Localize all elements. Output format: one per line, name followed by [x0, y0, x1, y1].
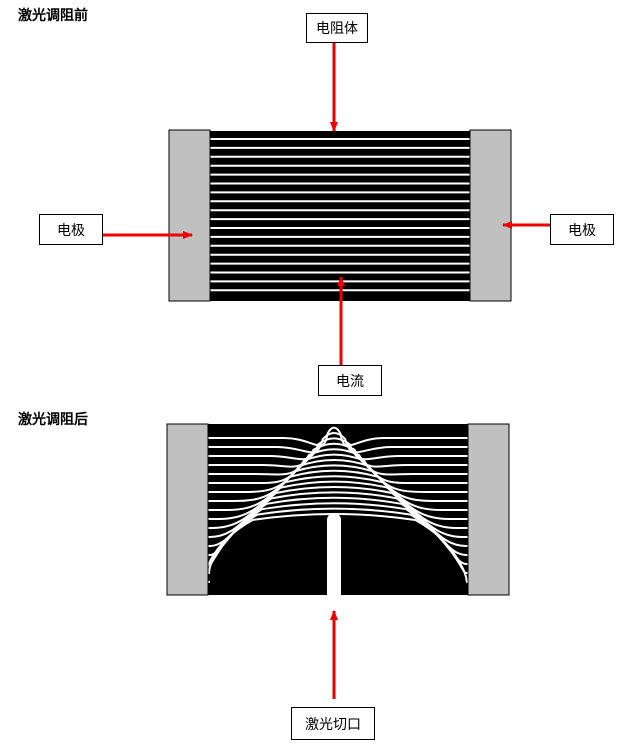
current-line-curved — [208, 507, 468, 574]
current-line-curved — [208, 486, 468, 538]
electrode-left-after — [166, 423, 209, 596]
current-line-curved — [208, 453, 468, 485]
current-line-curved — [208, 432, 468, 454]
electrode-right-after — [467, 423, 510, 596]
current-line-curved — [204, 513, 468, 583]
current-line-curved — [208, 437, 468, 461]
current-line-curved — [208, 480, 468, 529]
electrode-left-label: 电极 — [39, 214, 103, 245]
current-lines-straight — [210, 138, 470, 292]
current-line-curved — [208, 442, 468, 468]
current-line-curved — [208, 475, 468, 520]
current-line-curved — [208, 426, 468, 447]
electrode-left-before — [168, 129, 211, 302]
before-trimming-heading: 激光调阻前 — [18, 8, 88, 24]
laser-cut-label: 激光切口 — [291, 707, 375, 740]
current-line-curved — [208, 464, 468, 502]
electrode-right-before — [469, 129, 512, 302]
electrode-right-label: 电极 — [550, 214, 614, 245]
resistor-after — [166, 423, 510, 596]
resistor-body-label: 电阻体 — [306, 13, 368, 43]
current-line-curved — [208, 469, 468, 511]
laser-cut-slot — [327, 513, 341, 595]
current-label: 电流 — [318, 365, 382, 396]
after-trimming-heading: 激光调阻后 — [18, 412, 88, 428]
current-line-curved — [208, 448, 468, 476]
current-line-curved — [208, 459, 468, 493]
resistor-before — [168, 129, 512, 302]
current-lines-curved — [204, 426, 468, 583]
